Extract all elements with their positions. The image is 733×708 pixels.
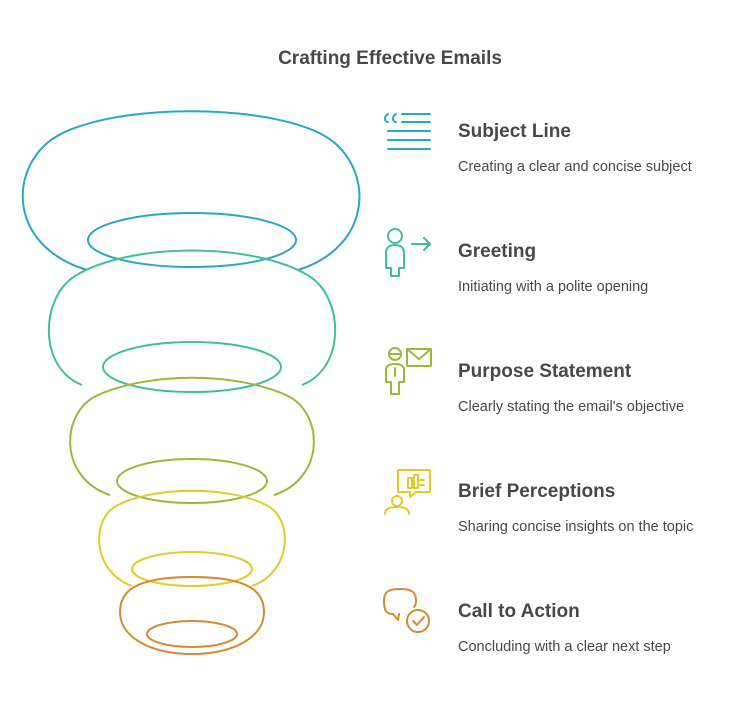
stage-description-greeting: Initiating with a polite opening	[458, 279, 649, 295]
speech-bubble-check-icon	[383, 588, 430, 633]
funnel-ring-call-to-action	[118, 575, 266, 656]
funnel-ring-subject-line	[21, 110, 361, 271]
stage-description-call-to-action: Concluding with a clear next step	[458, 639, 671, 655]
person-envelope-icon	[385, 347, 432, 395]
quote-lines-icon	[384, 113, 431, 150]
stage-title-subject-line: Subject Line	[458, 121, 571, 142]
diagram-title: Crafting Effective Emails	[278, 48, 502, 69]
stage-description-subject-line: Creating a clear and concise subject	[458, 159, 692, 175]
funnel-ring-greeting	[47, 249, 337, 393]
stage-description-brief-perceptions: Sharing concise insights on the topic	[458, 519, 694, 535]
stage-title-greeting: Greeting	[458, 241, 537, 262]
stage-title-purpose-statement: Purpose Statement	[458, 361, 632, 382]
stage-description-purpose-statement: Clearly stating the email's objective	[458, 399, 685, 415]
funnel-ring-purpose-statement	[69, 376, 315, 504]
funnel-ring-brief-perceptions	[98, 489, 286, 587]
stage-title-brief-perceptions: Brief Perceptions	[458, 481, 616, 502]
person-presentation-icon	[384, 469, 431, 515]
person-arrow-icon	[385, 228, 431, 277]
stage-title-call-to-action: Call to Action	[458, 601, 580, 622]
